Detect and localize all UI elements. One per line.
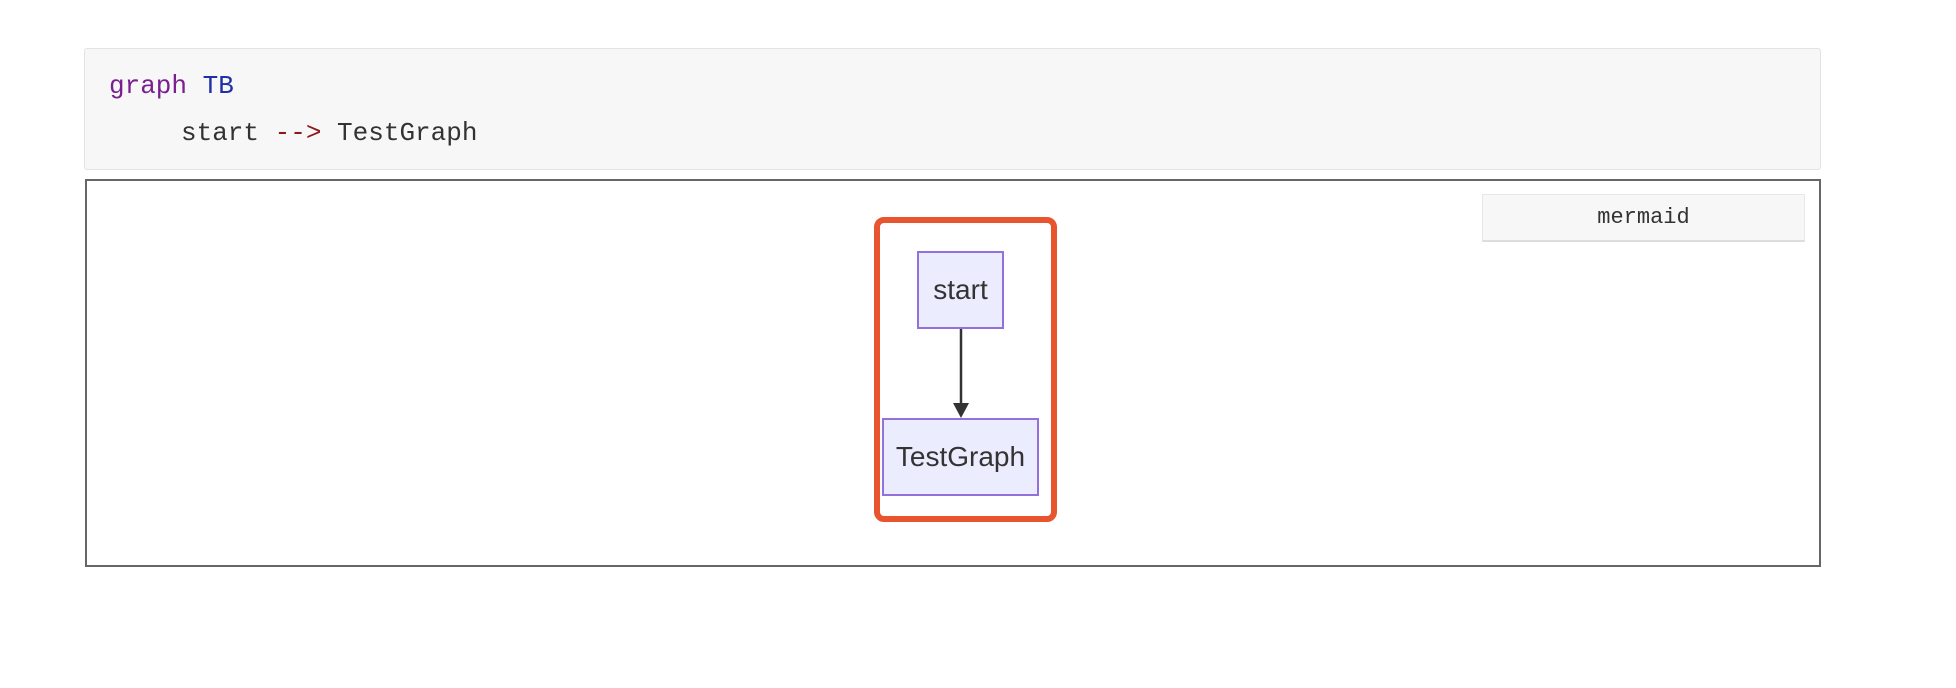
direction-keyword: TB [202, 71, 234, 101]
graph-keyword: graph [109, 71, 188, 101]
edge-arrow-token: --> [274, 118, 322, 148]
node-testgraph-label: TestGraph [895, 441, 1026, 472]
target-node-text: TestGraph [337, 118, 478, 148]
highlight-box [874, 217, 1057, 522]
node-start[interactable]: start [917, 251, 1004, 329]
mermaid-code-block: graph TB start --> TestGraph [84, 48, 1821, 170]
node-testgraph[interactable]: TestGraph [882, 418, 1039, 496]
code-line-1: graph TB [109, 71, 234, 101]
source-node-text: start [181, 118, 260, 148]
node-start-label: start [933, 274, 988, 305]
code-line-2: start --> TestGraph [181, 118, 477, 148]
diagram-preview: mermaid start TestGraph [85, 179, 1821, 567]
language-tag: mermaid [1482, 194, 1805, 242]
